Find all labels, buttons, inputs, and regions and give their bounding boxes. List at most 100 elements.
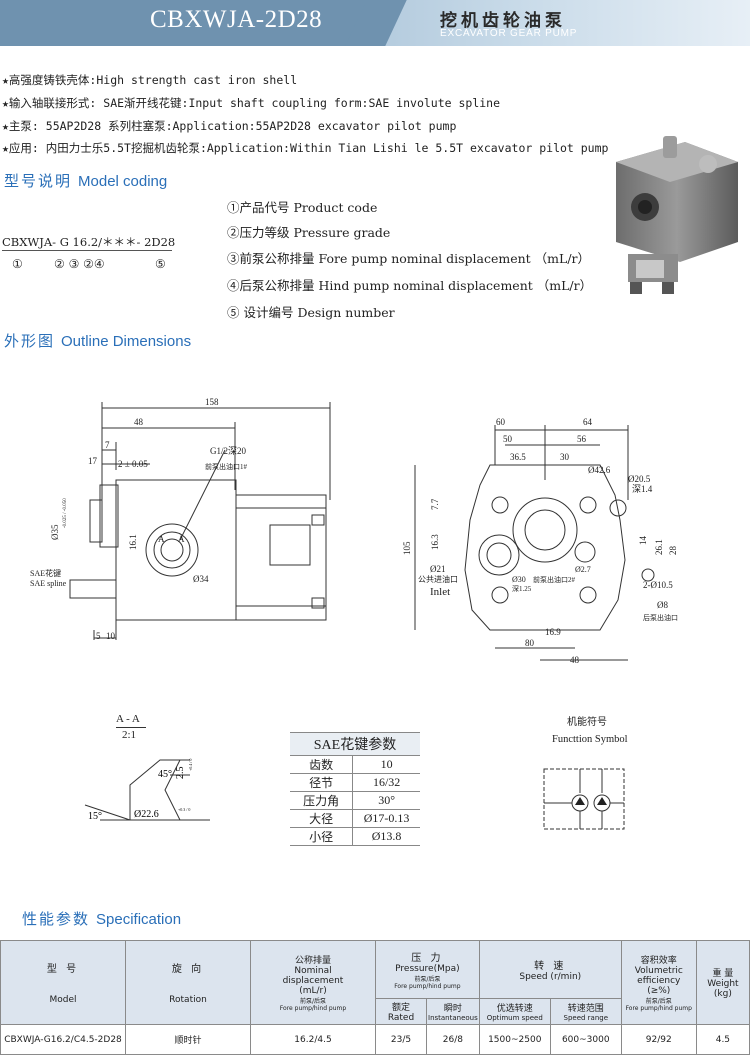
code-item: ⑤ 设计编号 Design number [227,305,395,320]
th-rated-cn: 额定 [391,1003,410,1013]
section-aa-title: A - A [116,713,140,725]
section-mark-a: A [178,534,185,544]
dim-16-9: 16.9 [545,627,561,637]
cell-rated: 23/5 [375,1024,427,1055]
hind-outlet-cn: 后泵出油口 [643,613,678,622]
th-eff-sub-cn: 前泵/后泵 [645,998,672,1005]
outline-title-en: Outline Dimensions [61,333,192,350]
th-opt-en: Optimum speed [486,1014,543,1022]
model-coding-title-cn: 型号说明 [4,172,73,190]
dim-17: 17 [88,456,98,466]
function-symbol-title-cn: 机能符号 [567,717,607,728]
dim-d2-7: Ø2.7 [575,565,591,574]
dim-depth14: 深1.4 [632,484,653,494]
th-pressure-cn: 压 力 [411,953,444,964]
th-opt-cn: 优选转速 [496,1004,533,1014]
dim-14: 14 [638,536,648,546]
sae-value: 10 [352,755,420,774]
front-view-drawing: 60 64 50 56 36.5 30 Ø42.6 Ø20.5 深1.4 7.7… [402,417,678,665]
common-inlet-cn: 公共进油口 [418,574,458,584]
dim-2-5-tol: +0.4 / 0 [188,759,193,771]
angle-15: 15° [88,811,102,822]
dim-36-5: 36.5 [510,452,526,462]
code-number: ② ③ ②④ [54,257,105,271]
section-aa-scale: 2:1 [122,729,137,741]
sae-table-title: SAE花键参数 [290,732,420,756]
angle-45: 45° [158,769,172,780]
dim-7: 7 [105,440,110,450]
sae-spline-en: SAE spline [30,579,67,588]
th-inst-en: Instantaneous [428,1014,478,1022]
dim-56: 56 [577,434,587,444]
cell-instantaneous: 26/8 [426,1024,480,1055]
feature-line: ★高强度铸铁壳体:High strength cast iron shell [2,73,298,87]
dim-105: 105 [402,541,412,555]
dim-2-5: 2.5 [175,767,186,780]
specification-title-cn: 性能参数 [22,910,91,928]
specification-table: 型 号 Model 旋 向 Rotation 公称排量 Nominal disp… [0,940,750,1055]
dim-28: 28 [668,546,678,556]
dim-50: 50 [503,434,513,444]
th-pressure-en: Pressure(Mpa) [395,964,460,974]
feature-line: ★主泵: 55AP2D28 系列柱塞泵:Application:55AP2D28… [2,119,457,133]
code-item: ①产品代号 Product code [227,200,378,215]
title-en: EXCAVATOR GEAR PUMP [440,28,578,39]
inlet-label: Inlet [430,586,450,598]
dim-5: 5 [96,631,101,641]
dim-d22-6-tol: +0.3 / 0 [178,807,190,812]
th-disp-cn: 公称排量 [294,956,331,966]
dim-d35-tol: -0.025 / -0.050 [63,498,68,528]
code-number: ⑤ [155,257,166,271]
section-mark-a: A [158,534,165,544]
th-model-cn: 型 号 [46,964,80,975]
cell-rotation: 顺时针 [125,1024,251,1055]
specification-title: 性能参数 Specification [22,908,181,929]
dim-d8: Ø8 [657,600,668,610]
specification-title-en: Specification [96,911,182,928]
cell-model: CBXWJA-G16.2/C4.5-2D28 [0,1024,126,1055]
section-aa-drawing: 45° 2.5 15° Ø22.6 +0.4 / 0 +0.3 / 0 [84,759,210,822]
outline-title-cn: 外形图 [4,332,56,350]
th-eff-en2: efficiency [637,976,681,986]
sae-key: 径节 [290,773,354,792]
sae-key: 小径 [290,827,354,846]
sae-value: 16/32 [352,773,420,792]
th-speed-en: Speed (r/min) [519,972,582,982]
feature-line: ★应用: 内田力士乐5.5T挖掘机齿轮泵:Application:Within … [2,141,609,155]
fore-outlet2-cn: 前泵出油口2# [533,575,575,584]
cell-weight: 4.5 [695,1024,750,1055]
cell-optimum: 1500~2500 [478,1024,551,1055]
dim-64: 64 [583,417,593,427]
th-disp-en2: displacement [282,976,344,986]
th-disp-sub-cn: 前泵/后泵 [299,998,327,1005]
code-underline [2,250,172,251]
dim-d42-6: Ø42.6 [588,465,611,475]
th-disp-unit: (mL/r) [299,986,327,996]
th-range-cn: 转速范围 [567,1004,604,1014]
feature-line: ★输入轴联接形式: SAE渐开线花键:Input shaft coupling … [2,96,501,110]
sae-value: Ø17-0.13 [352,809,420,828]
model-coding-title-en: Model coding [78,173,168,190]
th-eff-sub-en: Fore pump/hind pump [625,1005,692,1012]
dim-26-1: 26.1 [654,539,664,555]
th-rotation-en: Rotation [169,995,207,1005]
code-number: ① [12,257,23,271]
dim-d20-5: Ø20.5 [628,474,651,484]
dim-d21: Ø21 [430,564,446,574]
th-pressure-sub-en: Fore pump/hind pump [394,983,461,990]
th-rated-en: Rated [387,1013,415,1023]
sae-key: 大径 [290,809,354,828]
model-coding-title: 型号说明 Model coding [4,170,167,191]
dim-60: 60 [496,417,506,427]
sae-key: 齿数 [290,755,354,774]
dim-7-7: 7.7 [430,498,440,510]
th-speed-cn: 转 速 [534,961,567,972]
th-weight-en: Weight [707,979,739,989]
code-item: ④后泵公称排量 Hind pump nominal displacement （… [227,278,593,293]
section-aa-underline [116,727,146,728]
dim-30: 30 [560,452,570,462]
